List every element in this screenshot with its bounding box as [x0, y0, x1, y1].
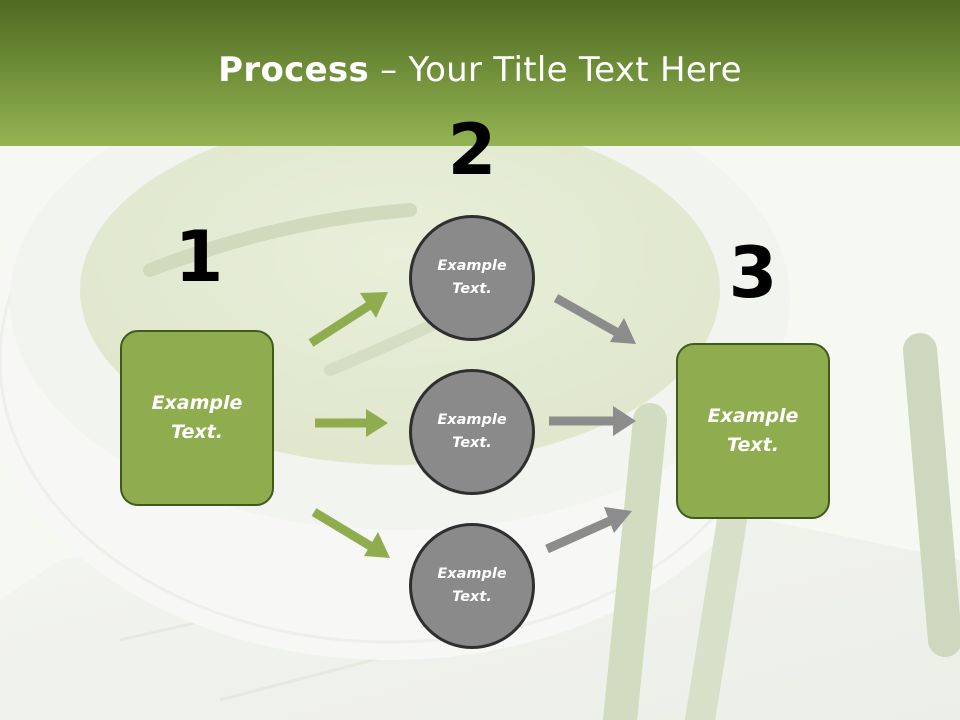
- circle-middle[interactable]: Example Text.: [409, 369, 535, 495]
- gray-arrow-down: [553, 294, 636, 344]
- step-number-1: 1: [174, 216, 224, 298]
- step-1-text: Example Text.: [151, 392, 243, 443]
- gray-arrow-right: [549, 406, 636, 436]
- step-number-3: 3: [728, 232, 778, 314]
- title-bold: Process: [218, 50, 370, 90]
- green-arrow-down: [311, 508, 390, 558]
- title-rest: – Your Title Text Here: [369, 50, 742, 90]
- circle-bottom[interactable]: Example Text.: [409, 523, 535, 649]
- step-3-text: Example Text.: [707, 405, 799, 456]
- circle-top[interactable]: Example Text.: [409, 215, 535, 341]
- circle-bottom-text: Example Text.: [437, 566, 507, 605]
- circle-top-text: Example Text.: [437, 258, 507, 297]
- slide-title: Process – Your Title Text Here: [0, 50, 960, 90]
- gray-arrow-up: [545, 507, 632, 554]
- circle-middle-text: Example Text.: [437, 412, 507, 451]
- step-1-box[interactable]: Example Text.: [120, 330, 274, 506]
- green-arrow-up: [308, 292, 388, 347]
- header-band: [0, 0, 960, 146]
- green-arrow-right: [315, 409, 388, 437]
- step-3-box[interactable]: Example Text.: [676, 343, 830, 519]
- step-number-2: 2: [447, 109, 497, 191]
